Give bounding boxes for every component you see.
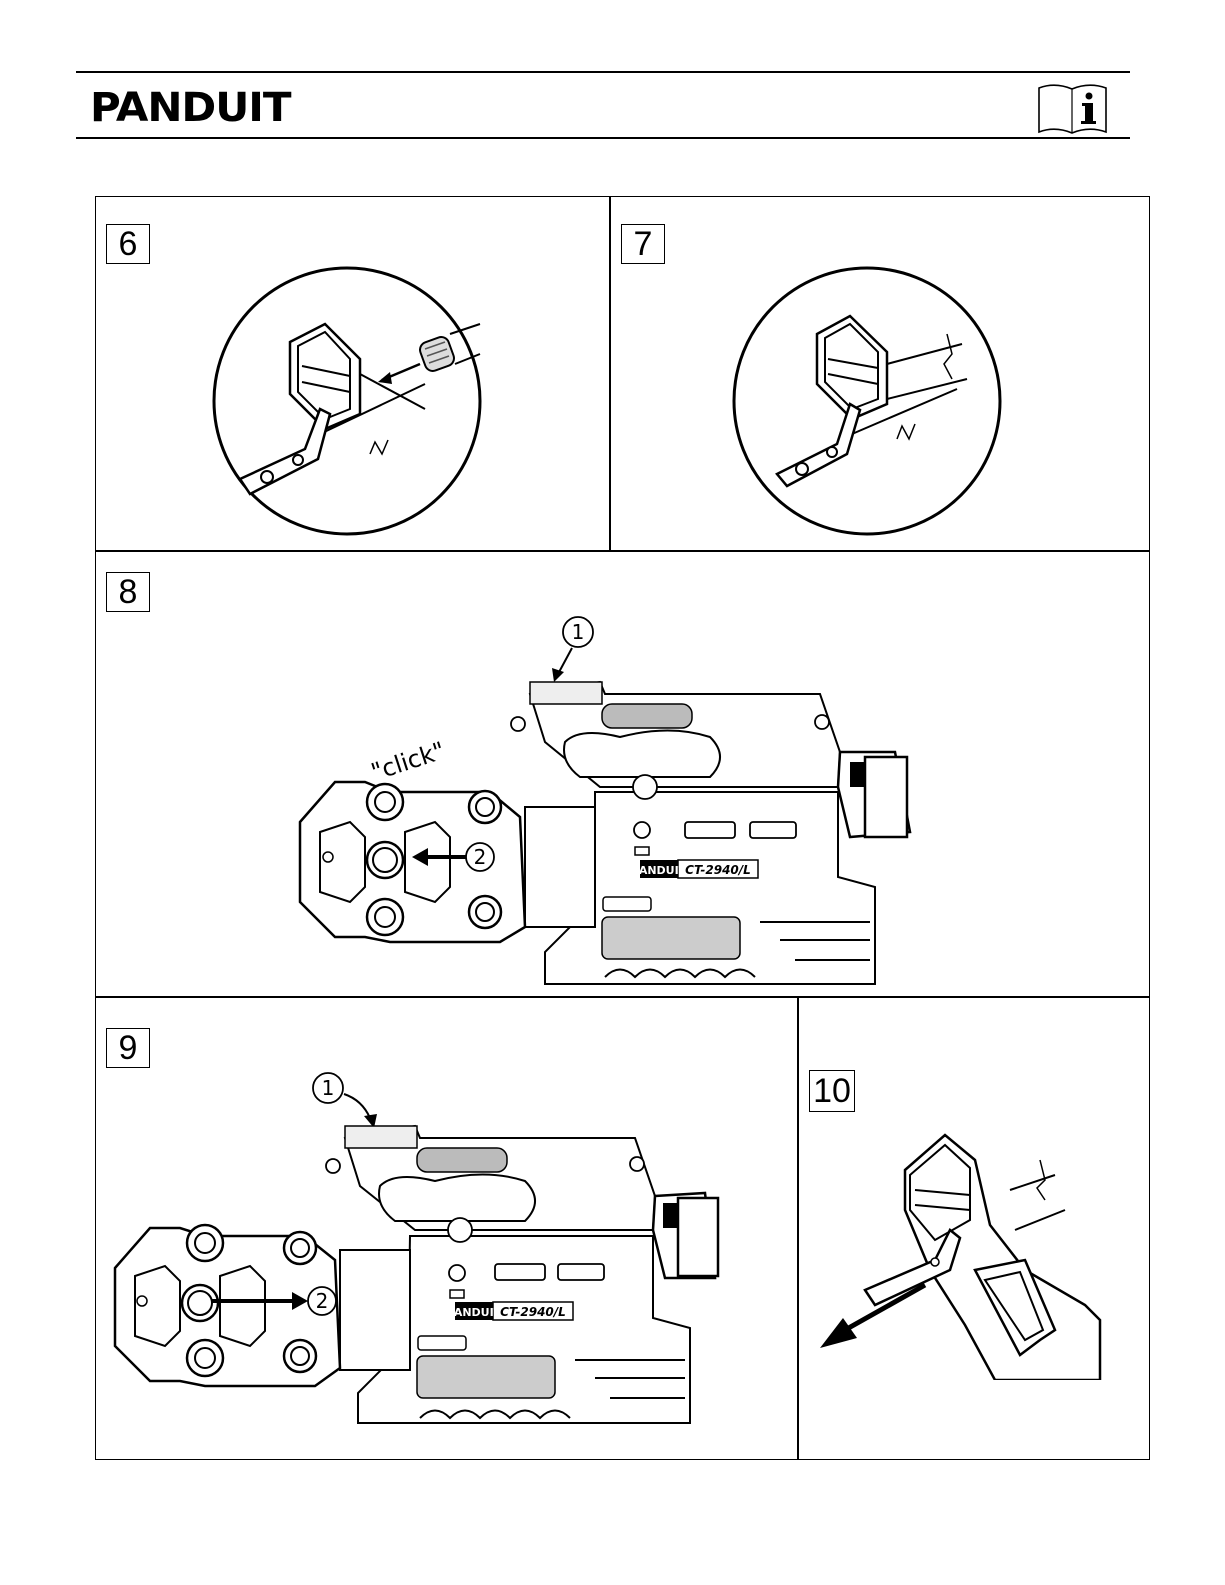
divider-6-7 xyxy=(609,196,611,552)
header-bottom-rule xyxy=(76,137,1130,139)
callout-1: 1 xyxy=(572,620,585,644)
divider-9-10 xyxy=(797,996,799,1460)
callout-2: 2 xyxy=(316,1289,329,1313)
step-10-number: 10 xyxy=(809,1070,855,1112)
model-label: CT-2940/L xyxy=(500,1305,566,1319)
panduit-logo: PANDUIT xyxy=(90,88,290,128)
step-7-number: 7 xyxy=(621,224,665,264)
step-8-number: 8 xyxy=(106,572,150,612)
brand-label: PANDUIT xyxy=(447,1306,502,1319)
step-7-illustration xyxy=(732,264,1002,539)
step-9-illustration: 1 PANDUIT CT-2940/L 2 xyxy=(100,1068,740,1428)
manual-info-icon xyxy=(1035,80,1110,136)
divider-row2 xyxy=(95,996,1150,998)
step-9-number: 9 xyxy=(106,1028,150,1068)
step-10-illustration xyxy=(815,1130,1105,1380)
callout-2: 2 xyxy=(474,845,487,869)
click-sound-label: "click" xyxy=(368,736,449,786)
step-6-illustration xyxy=(210,264,485,539)
step-8-illustration: 1 "click" PANDUIT CT-2940/L 2 xyxy=(290,612,930,990)
divider-row1 xyxy=(95,550,1150,552)
callout-1: 1 xyxy=(322,1076,335,1100)
model-label: CT-2940/L xyxy=(685,863,751,877)
step-6-number: 6 xyxy=(106,224,150,264)
header-top-rule xyxy=(76,71,1130,73)
brand-label: PANDUIT xyxy=(632,864,687,877)
